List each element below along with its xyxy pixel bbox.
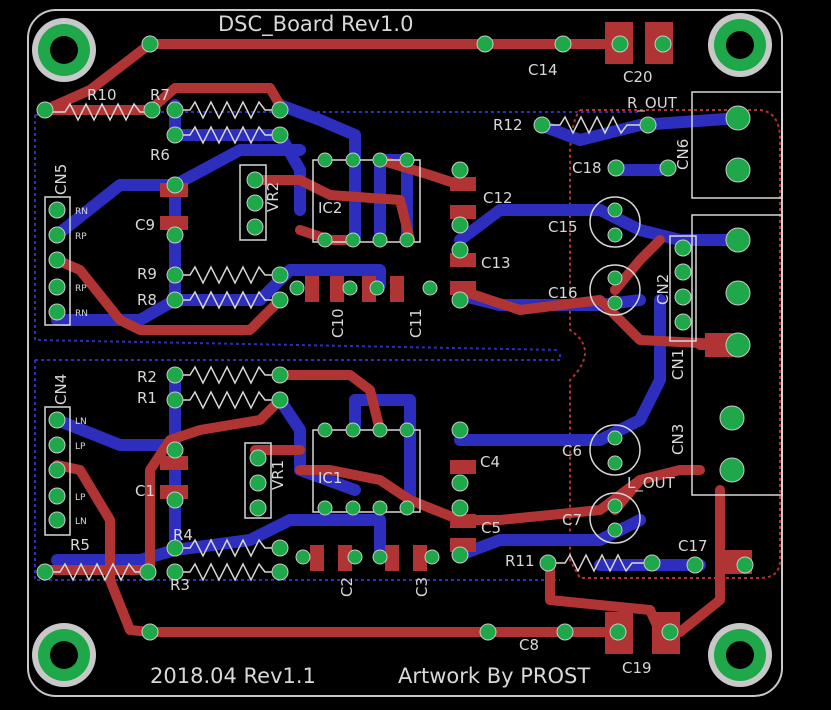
- r2-body: [175, 365, 280, 385]
- cn4-outline: [44, 406, 71, 536]
- ic-outlines: [44, 91, 783, 536]
- label-ic1: IC1: [318, 469, 342, 487]
- cn5-pin-1: RN: [75, 207, 88, 217]
- label-r1: R1: [137, 389, 157, 407]
- label-r7: R7: [150, 86, 170, 104]
- r1-body: [175, 390, 280, 410]
- label-c3: C3: [413, 577, 431, 597]
- label-r5: R5: [70, 536, 90, 554]
- ic1-outline: [312, 429, 421, 513]
- label-r11: R11: [505, 552, 535, 570]
- c6-body: [589, 424, 641, 476]
- label-cn5: CN5: [52, 164, 70, 195]
- r10-body: [52, 102, 152, 122]
- cn6-outline: [691, 91, 783, 199]
- resistor-outlines: [45, 100, 652, 582]
- r12-body: [542, 115, 648, 135]
- label-r3: R3: [170, 576, 190, 594]
- label-c15: C15: [548, 218, 578, 236]
- r8-body: [175, 290, 280, 310]
- label-r8: R8: [137, 291, 157, 309]
- r7-body: [175, 100, 280, 120]
- label-r10: R10: [87, 86, 117, 104]
- label-cn2: CN2: [654, 274, 672, 305]
- label-c7: C7: [562, 511, 582, 529]
- label-ic2: IC2: [318, 199, 342, 217]
- label-c14: C14: [528, 61, 558, 79]
- label-r2: R2: [137, 368, 157, 386]
- label-c5: C5: [481, 519, 501, 537]
- label-c1: C1: [135, 482, 155, 500]
- c7-body: [589, 492, 641, 544]
- label-c2: C2: [338, 577, 356, 597]
- cn4-pin-5: LN: [75, 517, 87, 527]
- through-hole-pads: [36, 35, 754, 641]
- mounting-hole-tl: [32, 18, 96, 82]
- label-c9: C9: [135, 216, 155, 234]
- ic2-outline: [312, 159, 421, 243]
- cn2-outline: [669, 235, 697, 342]
- r3-body: [175, 562, 280, 582]
- right-pour-outline: [569, 109, 781, 579]
- label-r6: R6: [150, 146, 170, 164]
- r11-body: [548, 553, 652, 573]
- r5-body: [45, 562, 148, 582]
- r9-body: [175, 265, 280, 285]
- board-title: DSC_Board Rev1.0: [218, 12, 413, 37]
- label-r12: R12: [493, 116, 523, 134]
- label-r4: R4: [173, 526, 193, 544]
- mounting-holes: [32, 13, 772, 687]
- label-l-out: L_OUT: [627, 474, 676, 493]
- cn4-pin-2: LP: [75, 442, 86, 452]
- cn5-pin-2: RP: [75, 232, 87, 242]
- label-r-out: R_OUT: [627, 94, 678, 113]
- cn5-outline: [44, 196, 71, 326]
- label-c19: C19: [622, 659, 652, 677]
- mounting-hole-br: [708, 623, 772, 687]
- mounting-hole-bl: [32, 623, 96, 687]
- vr2-outline: [239, 164, 267, 241]
- label-c20: C20: [623, 68, 653, 86]
- label-c6: C6: [562, 442, 582, 460]
- silkscreen-labels: DSC_Board Rev1.0 2018.04 Rev1.1 Artwork …: [52, 12, 708, 688]
- label-c11: C11: [407, 308, 425, 338]
- label-cn6: CN6: [674, 139, 692, 170]
- r6-body: [175, 125, 280, 145]
- label-cn4: CN4: [52, 374, 70, 405]
- cn5-pin-5: RN: [75, 309, 88, 319]
- r4-body: [175, 538, 280, 558]
- label-vr2: VR2: [264, 182, 282, 212]
- label-c4: C4: [480, 453, 500, 471]
- cn1cn3-outline: [691, 214, 783, 496]
- label-r9: R9: [137, 265, 157, 283]
- label-cn1: CN1: [669, 349, 687, 380]
- cn5-pin-4: RP: [75, 284, 87, 294]
- mounting-hole-tr: [708, 13, 772, 77]
- label-c17: C17: [678, 537, 708, 555]
- label-c16: C16: [548, 284, 578, 302]
- label-c8: C8: [519, 636, 539, 654]
- board-date-rev: 2018.04 Rev1.1: [150, 664, 316, 688]
- c15-body: [589, 196, 641, 248]
- label-c13: C13: [481, 254, 511, 272]
- label-c12: C12: [483, 189, 513, 207]
- label-vr1: VR1: [269, 460, 287, 490]
- cn4-pin-1: LN: [75, 417, 87, 427]
- label-cn3: CN3: [669, 424, 687, 455]
- top-copper-traces: [40, 39, 745, 637]
- vr1-outline: [244, 442, 272, 519]
- electrolytic-caps: [589, 196, 641, 544]
- cn4-pin-4: LP: [75, 493, 86, 503]
- board-artwork: Artwork By PROST: [398, 664, 590, 688]
- c16-body: [589, 264, 641, 316]
- label-c18: C18: [572, 159, 602, 177]
- label-c10: C10: [329, 308, 347, 338]
